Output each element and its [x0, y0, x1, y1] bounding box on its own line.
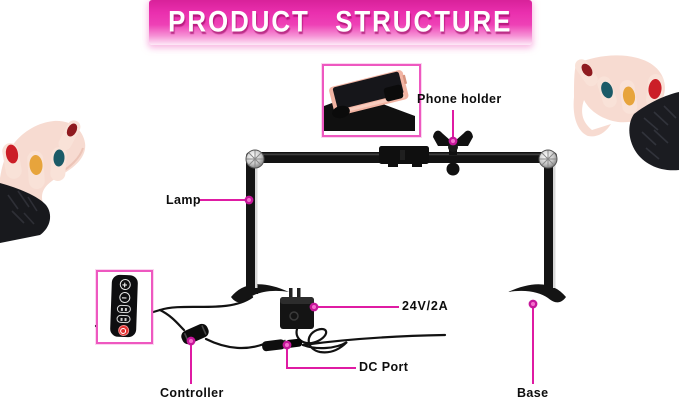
left-lamp-arm [246, 160, 258, 290]
page-title: PRODUCT STRUCTURE [168, 5, 513, 39]
timer-button [116, 314, 131, 324]
base-label: Base [517, 386, 549, 400]
phone [329, 70, 409, 116]
remote-controller-inset: + − [96, 270, 153, 344]
power-adapter [280, 288, 314, 329]
left-hand-image [0, 120, 86, 243]
nail-yellow [622, 86, 636, 106]
right-hand-image [573, 55, 679, 171]
clamp-knob [332, 105, 350, 119]
leader-dc-port [286, 347, 356, 369]
left-corner-joint [245, 149, 265, 169]
right-sweater-sleeve [629, 92, 679, 171]
mode-button [116, 304, 132, 314]
nail-red [5, 144, 19, 164]
nail-teal [601, 81, 613, 99]
callout-leader-lines [190, 110, 534, 384]
left-sweater-sleeve [0, 183, 51, 243]
dc-connector [262, 338, 303, 352]
remote-controller: + − [109, 274, 139, 338]
center-mount [379, 146, 429, 167]
power-cables [94, 295, 447, 354]
nail-teal [53, 149, 65, 167]
nail-dark-red [581, 63, 593, 77]
nail-dark-red [66, 123, 78, 137]
brightness-up-button: + [119, 278, 131, 291]
dc-port-label: DC Port [359, 360, 409, 374]
phone-holder-inset [322, 64, 421, 137]
right-corner-joint [538, 149, 558, 169]
title-banner: PRODUCT STRUCTURE [149, 0, 532, 45]
phone-closeup-image [324, 70, 415, 131]
controller-label: Controller [160, 386, 224, 400]
phone-holder-label: Phone holder [417, 92, 502, 106]
right-lamp-arm [544, 160, 556, 290]
nail-yellow [29, 155, 43, 175]
brightness-down-button: − [118, 291, 130, 304]
power-button [117, 324, 129, 337]
lamp-label: Lamp [166, 193, 201, 207]
nail-red [648, 79, 662, 99]
callout-dots [186, 136, 538, 350]
adapter-spec-label: 24V/2A [402, 299, 449, 313]
right-base [508, 284, 566, 303]
